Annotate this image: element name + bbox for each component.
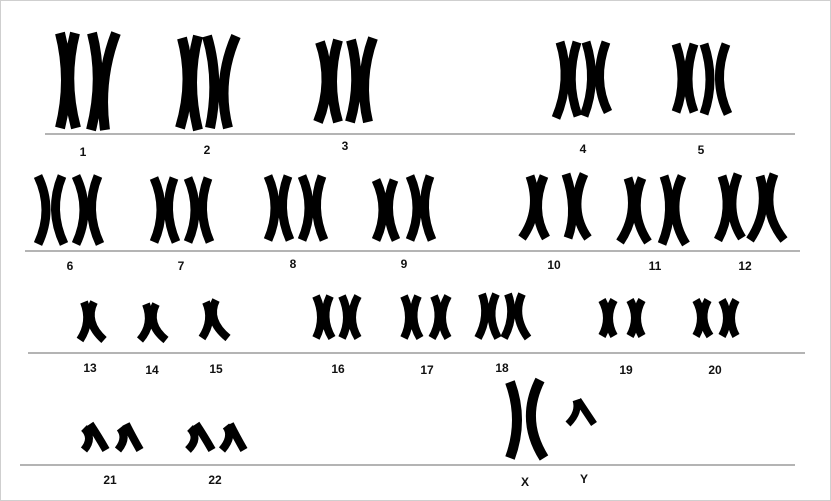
chromosome-pair-8 [268,176,324,240]
chromosome-label-21: 21 [103,473,117,487]
chromosome-label-7: 7 [178,259,185,273]
chromosome-pair-10 [522,174,588,238]
chromosome-pair-14 [140,304,166,340]
chromosome-pair-7 [154,178,210,242]
chromosome-label-9: 9 [401,257,408,271]
chromosome-label-20: 20 [708,363,722,377]
chromosome-label-17: 17 [420,363,434,377]
chromosome-pair-11 [620,176,686,244]
chromosome-label-19: 19 [619,363,633,377]
chromosome-label-14: 14 [145,363,159,377]
chromosome-pair-2 [180,36,236,130]
chromosome-pair-16 [316,296,358,338]
chromosome-label-10: 10 [547,258,561,272]
chromosome-label-11: 11 [649,259,662,273]
chromosome-label-18: 18 [495,361,509,375]
chromosome-label-x: X [521,475,529,489]
chromosome-label-6: 6 [67,259,74,273]
chromosome-label-16: 16 [331,362,345,376]
chromosome-label-4: 4 [580,142,587,156]
chromosome-pair-12 [718,174,784,240]
chromosome-pair-6 [38,176,100,244]
chromosome-label-5: 5 [698,143,705,157]
chromosome-label-3: 3 [342,139,349,153]
chromosome-label-13: 13 [83,361,97,375]
chromosome-pair-21 [84,424,140,450]
chromosome-pair-3 [318,38,373,122]
chromosome-pair-17 [404,296,448,338]
chromosome-x [510,380,544,458]
chromosome-pair-15 [202,300,228,338]
chromosome-pair-19 [602,300,642,336]
chromosome-pair-22 [188,424,244,450]
chromosome-label-12: 12 [738,259,752,273]
chromosome-pair-18 [478,294,528,338]
chromosome-y [568,400,594,424]
chromosome-label-15: 15 [209,362,223,376]
chromosome-pair-9 [376,176,432,240]
chromosome-label-22: 22 [208,473,222,487]
chromosome-pair-20 [696,300,736,336]
chromosome-pair-13 [80,302,104,340]
chromosome-label-8: 8 [290,257,297,271]
chromosome-pair-5 [676,44,728,114]
chromosome-label-2: 2 [204,143,211,157]
chromosome-label-y: Y [580,472,588,486]
chromosome-pair-1 [60,33,116,130]
chromosome-pair-4 [556,42,608,118]
chromosome-label-1: 1 [80,145,87,159]
